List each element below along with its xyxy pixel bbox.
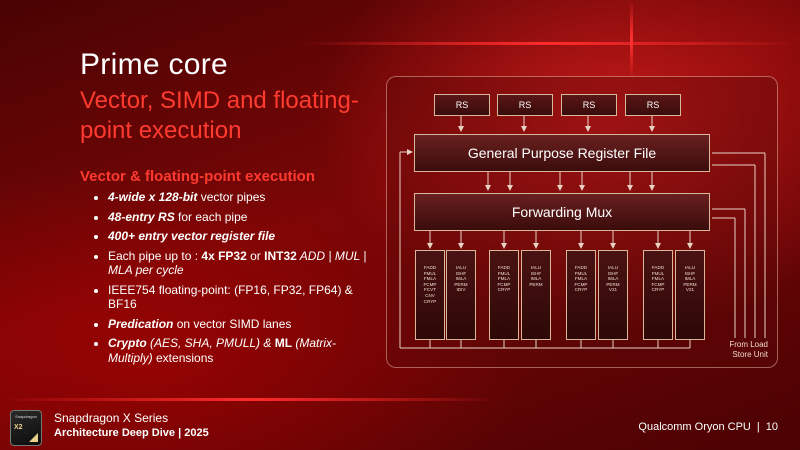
forwarding-mux: Forwarding Mux: [414, 193, 710, 231]
bullet-ieee754: IEEE754 floating-point: (FP16, FP32, FP6…: [108, 283, 378, 312]
reservation-station-2: RS: [497, 94, 553, 116]
general-purpose-register-file: General Purpose Register File: [414, 134, 710, 172]
snapdragon-x2-logo: Snapdragon X2: [10, 410, 42, 446]
footer-brand: Snapdragon X Series Architecture Deep Di…: [54, 411, 209, 441]
footer-brand-line1: Snapdragon X Series: [54, 411, 169, 425]
logo-x2: X2: [14, 424, 23, 431]
footer-right: Qualcomm Oryon CPU | 10: [638, 421, 778, 433]
from-load-store-unit-label: From Load Store Unit: [729, 340, 768, 359]
bullet-predication: Predication on vector SIMD lanes: [108, 317, 378, 332]
logo-mark-icon: [29, 433, 38, 442]
footer-separator: |: [756, 421, 760, 433]
reservation-station-3: RS: [561, 94, 617, 116]
bullet-register-file: 400+ entry vector register file: [108, 229, 378, 244]
page-title: Prime core: [80, 48, 229, 81]
bullet-rs: 48-entry RS for each pipe: [108, 210, 378, 225]
bullet-crypto-ml: Crypto (AES, SHA, PMULL) & ML (Matrix-Mu…: [108, 336, 378, 365]
section-heading: Vector & floating-point execution: [80, 168, 316, 185]
bullet-vector-pipes: 4-wide x 128-bit vector pipes: [108, 190, 378, 205]
reservation-station-4: RS: [625, 94, 681, 116]
reservation-station-1: RS: [434, 94, 490, 116]
bullet-throughput: Each pipe up to : 4x FP32 or INT32 ADD |…: [108, 249, 378, 278]
logo-text: Snapdragon: [15, 414, 37, 419]
footer-product: Qualcomm Oryon CPU: [638, 421, 751, 433]
decor-glow-right: [630, 0, 633, 80]
feature-list: 4-wide x 128-bit vector pipes 48-entry R…: [94, 190, 378, 370]
page-number: 10: [765, 421, 778, 433]
footer-brand-line2: Architecture Deep Dive | 2025: [54, 427, 209, 439]
page-subtitle: Vector, SIMD and floating-point executio…: [80, 87, 359, 144]
decor-glow-bottom: [0, 398, 500, 401]
decor-glow-top: [300, 42, 800, 45]
